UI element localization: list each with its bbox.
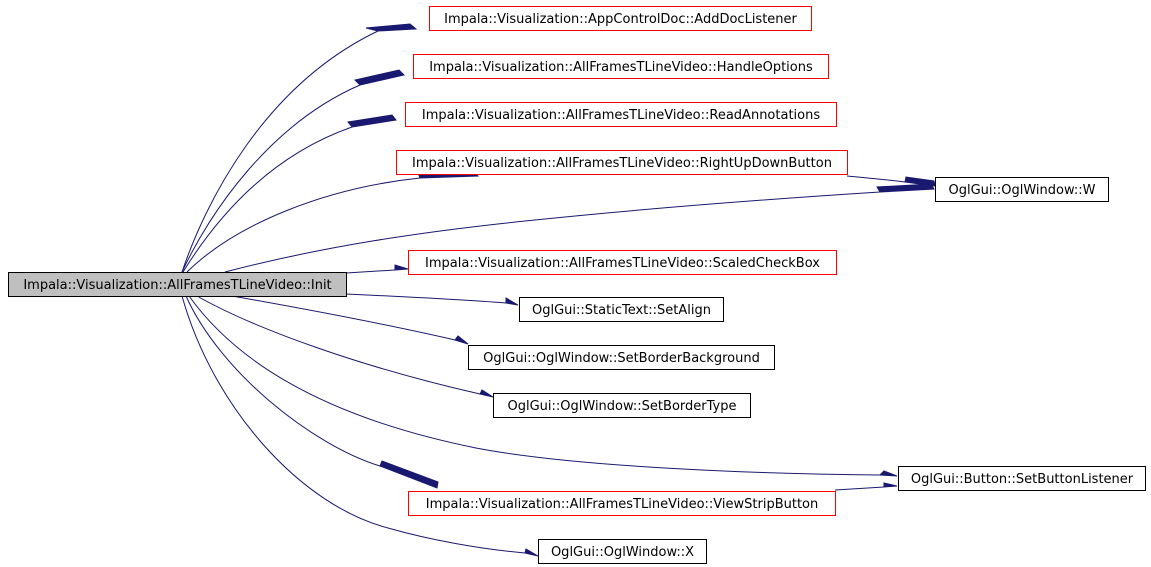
edge-arrowhead [524, 548, 539, 557]
edge-line [186, 177, 421, 273]
edge-arrowhead [394, 264, 409, 271]
root-node-init: Impala::Visualization::AllFramesTLineVid… [8, 272, 347, 297]
edge-line [231, 295, 456, 341]
node-box [408, 491, 836, 516]
node-read-annotations[interactable]: Impala::Visualization::AllFramesTLineVid… [405, 102, 837, 127]
node-label: OglGui::StaticText::SetAlign [532, 303, 711, 318]
node-box [396, 150, 848, 175]
node-set-border-type: OglGui::OglWindow::SetBorderType [493, 393, 751, 418]
node-label: Impala::Visualization::AllFramesTLineVid… [412, 156, 832, 171]
node-box [408, 250, 837, 275]
node-box [898, 466, 1146, 491]
node-box [519, 297, 724, 322]
node-box [429, 6, 812, 31]
node-set-border-background: OglGui::OglWindow::SetBorderBackground [468, 345, 775, 370]
node-label: Impala::Visualization::AllFramesTLineVid… [422, 108, 820, 123]
edge-arrowhead [354, 69, 405, 86]
edge-init-to-view-strip-button [185, 295, 439, 489]
node-set-button-listener: OglGui::Button::SetButtonListener [898, 466, 1146, 491]
edge-right-up-down-button-to-w [846, 175, 936, 187]
node-box [935, 177, 1109, 202]
node-label: Impala::Visualization::AllFramesTLineVid… [426, 497, 819, 512]
node-label: OglGui::OglWindow::SetBorderBackground [483, 351, 760, 366]
edge-arrowhead [883, 482, 898, 488]
node-set-align: OglGui::StaticText::SetAlign [519, 297, 724, 322]
edge-arrowhead [505, 297, 519, 306]
edge-init-to-set-border-background [231, 295, 469, 345]
edge-arrowhead [904, 176, 936, 187]
node-box [538, 539, 707, 564]
node-label: OglGui::OglWindow::X [551, 545, 694, 560]
edge-line [196, 295, 481, 395]
node-right-up-down-button[interactable]: Impala::Visualization::AllFramesTLineVid… [396, 150, 848, 175]
node-box [413, 54, 829, 79]
node-box [468, 345, 775, 370]
edge-line [345, 269, 396, 274]
edge-init-to-set-border-type [196, 295, 494, 398]
node-label: Impala::Visualization::AllFramesTLineVid… [23, 278, 331, 293]
edge-line [834, 486, 885, 491]
edge-init-to-add-doc-listener [181, 23, 418, 273]
node-handle-options[interactable]: Impala::Visualization::AllFramesTLineVid… [413, 54, 829, 79]
edge-line [185, 295, 381, 467]
edge-arrowhead [379, 460, 439, 489]
node-x: OglGui::OglWindow::X [538, 539, 707, 564]
node-scaled-check-box[interactable]: Impala::Visualization::AllFramesTLineVid… [408, 250, 837, 275]
node-box [493, 393, 751, 418]
edge-line [224, 191, 881, 273]
node-label: Impala::Visualization::AllFramesTLineVid… [429, 60, 813, 75]
node-view-strip-button[interactable]: Impala::Visualization::AllFramesTLineVid… [408, 491, 836, 516]
edge-arrowhead [454, 335, 469, 345]
edge-arrowhead [479, 389, 494, 398]
node-label: OglGui::Button::SetButtonListener [911, 472, 1134, 487]
edge-arrowhead [365, 23, 418, 32]
node-add-doc-listener[interactable]: Impala::Visualization::AppControlDoc::Ad… [429, 6, 812, 31]
edge-init-to-set-align [345, 293, 519, 306]
edge-line [181, 295, 526, 554]
edge-init-to-scaled-check-box [345, 264, 409, 274]
edge-init-to-handle-options [181, 69, 405, 273]
edge-line [188, 295, 881, 476]
node-box [405, 102, 837, 127]
edge-init-to-set-button-listener [188, 295, 898, 477]
edge-line [181, 30, 379, 273]
edge-line [182, 126, 353, 273]
edge-line [846, 175, 906, 183]
node-w: OglGui::OglWindow::W [935, 177, 1109, 202]
edge-line [345, 293, 507, 304]
node-box [8, 272, 347, 297]
edge-init-to-x [181, 295, 539, 557]
node-label: Impala::Visualization::AllFramesTLineVid… [425, 256, 820, 271]
edge-init-to-read-annotations [182, 114, 397, 273]
edge-view-strip-button-to-set-button-listener [834, 482, 898, 491]
edge-arrowhead [878, 470, 898, 477]
node-label: OglGui::OglWindow::SetBorderType [508, 399, 737, 414]
edge-arrowhead [347, 114, 397, 128]
node-label: OglGui::OglWindow::W [948, 183, 1095, 198]
node-label: Impala::Visualization::AppControlDoc::Ad… [444, 12, 797, 27]
call-nodes: Impala::Visualization::AllFramesTLineVid… [8, 6, 1146, 564]
edge-line [181, 84, 361, 273]
